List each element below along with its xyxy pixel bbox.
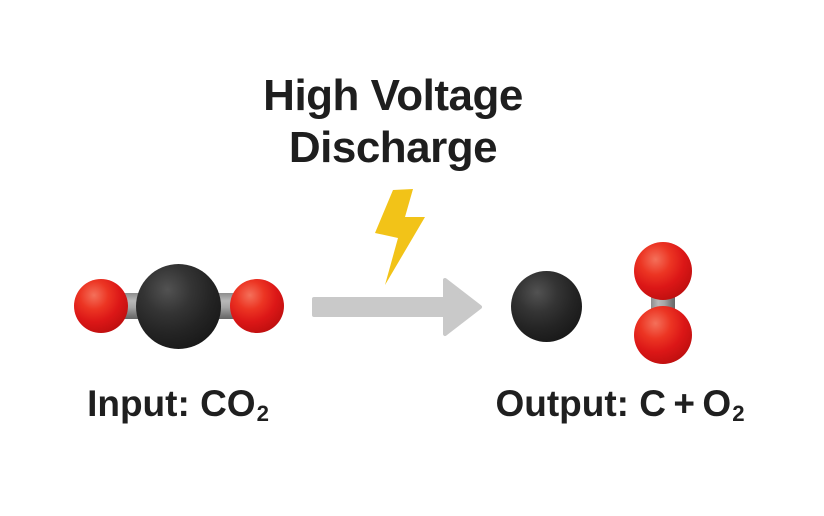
oxygen-atom-left xyxy=(74,279,128,333)
input-label-subscript: 2 xyxy=(256,400,269,426)
reaction-arrow-shape xyxy=(312,278,482,336)
oxygen-atom-right xyxy=(230,279,284,333)
lightning-bolt-shape xyxy=(375,189,425,285)
carbon-atom xyxy=(136,264,221,349)
o2-atom-bottom xyxy=(634,306,692,364)
input-label: Input: CO2 xyxy=(28,383,328,425)
title-line-2: Discharge xyxy=(288,123,498,172)
o2-atom-top xyxy=(634,242,692,300)
output-carbon-atom xyxy=(511,271,582,342)
reaction-arrow-icon xyxy=(312,278,482,336)
lightning-bolt-icon xyxy=(375,189,425,285)
output-label-text: Output: C + O xyxy=(495,383,732,424)
input-label-text: Input: CO xyxy=(87,383,256,424)
diagram-title: High Voltage Discharge xyxy=(93,70,693,174)
output-label: Output: C + O2 xyxy=(470,383,770,425)
title-line-1: High Voltage xyxy=(263,71,523,120)
output-label-subscript: 2 xyxy=(732,400,745,426)
